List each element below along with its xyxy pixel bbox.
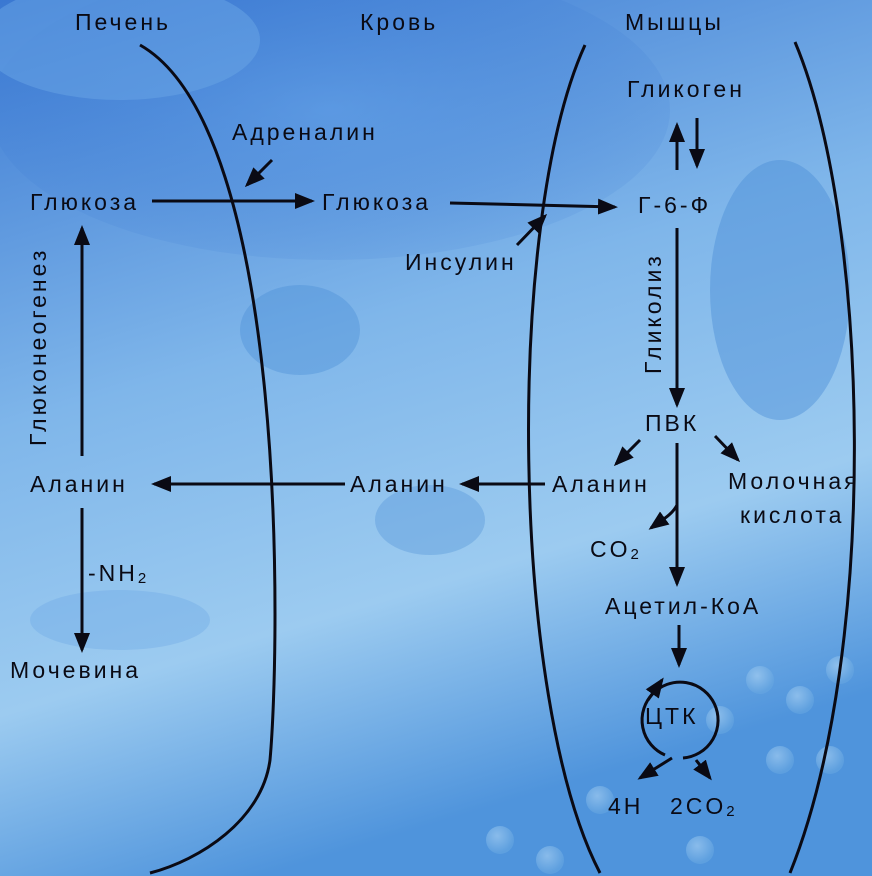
glycolysis-label: Гликолиз: [640, 253, 666, 374]
h4-label: 4H: [608, 793, 643, 819]
blood-alanine-label: Аланин: [350, 471, 448, 497]
pyruvate-label: ПВК: [645, 410, 699, 436]
lactic-acid-label-line2: кислота: [740, 502, 844, 528]
lactic-acid-label-line1: Молочная: [728, 468, 860, 494]
adrenaline-label: Адреналин: [232, 119, 378, 145]
glycogen-label: Гликоген: [627, 76, 745, 102]
muscle-header: Мышцы: [625, 9, 724, 35]
urea-label: Мочевина: [10, 657, 141, 683]
blood-header: Кровь: [360, 9, 438, 35]
background-blob: [30, 590, 210, 650]
acetyl-coa-label: Ацетил-КоА: [605, 593, 761, 619]
insulin-label: Инсулин: [405, 249, 517, 275]
gluconeogenesis-label: Глюконеогенез: [25, 248, 51, 446]
liver-glucose-label: Глюкоза: [30, 189, 139, 215]
tca-cycle-label: ЦТК: [645, 703, 698, 729]
g6p-label: Г-6-Ф: [638, 192, 711, 218]
muscle-alanine-label: Аланин: [552, 471, 650, 497]
liver-alanine-label: Аланин: [30, 471, 128, 497]
liver-header: Печень: [75, 9, 171, 35]
background-blob: [710, 160, 850, 420]
blood-glucose-label: Глюкоза: [322, 189, 431, 215]
